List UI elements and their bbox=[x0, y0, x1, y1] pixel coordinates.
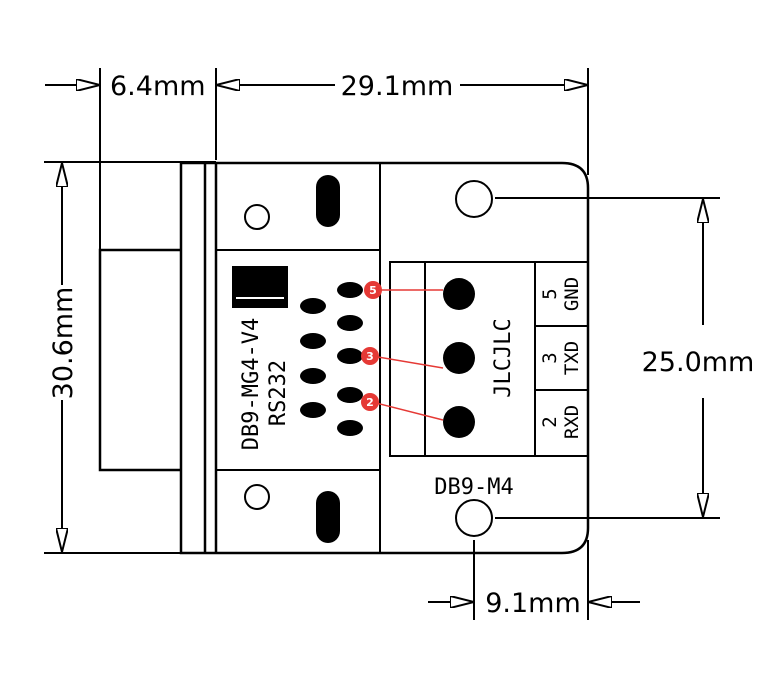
dim-hole-spacing: 25.0mm bbox=[642, 347, 755, 378]
callout-badge bbox=[364, 281, 382, 299]
callout-number: 5 bbox=[369, 284, 377, 297]
db9-pad bbox=[300, 368, 326, 384]
maker-label: JLCJLC bbox=[491, 318, 516, 397]
terminal-screw bbox=[443, 342, 475, 374]
db9-pad bbox=[300, 402, 326, 418]
connector-shell bbox=[98, 248, 181, 472]
callout-badge bbox=[361, 393, 379, 411]
protocol-label: RS232 bbox=[266, 360, 291, 426]
db9-pad bbox=[300, 333, 326, 349]
dim-width: 29.1mm bbox=[341, 71, 454, 102]
pin-signal-label: TXD bbox=[561, 341, 583, 375]
pin-number-label: 5 bbox=[539, 288, 561, 299]
board-outline bbox=[179, 161, 590, 555]
pin1-marker bbox=[232, 266, 288, 308]
db9-pad bbox=[337, 315, 363, 331]
terminal-screw bbox=[443, 278, 475, 310]
callout-badge bbox=[361, 347, 379, 365]
mount-hole bbox=[244, 204, 270, 230]
db9-pad bbox=[337, 348, 363, 364]
dim-hole-to-edge: 9.1mm bbox=[485, 588, 581, 619]
callout-number: 2 bbox=[366, 396, 374, 409]
db9-pad bbox=[337, 282, 363, 298]
slot-hole bbox=[316, 175, 340, 227]
callout-number: 3 bbox=[366, 350, 374, 363]
db9-pad bbox=[337, 420, 363, 436]
terminal-screw bbox=[443, 406, 475, 438]
dim-left-offset: 6.4mm bbox=[110, 71, 206, 102]
pin-number-label: 2 bbox=[539, 416, 561, 427]
callout-leader bbox=[371, 401, 444, 421]
mount-hole bbox=[455, 180, 493, 218]
callout-leader bbox=[371, 355, 444, 369]
dim-height: 30.6mm bbox=[48, 287, 79, 400]
db9-pad bbox=[300, 298, 326, 314]
module-name-label: DB9-M4 bbox=[434, 475, 513, 500]
board-name-label: DB9-MG4-V4 bbox=[239, 318, 264, 450]
db9-pad bbox=[337, 387, 363, 403]
pin-signal-label: GND bbox=[561, 277, 583, 311]
pin-number-label: 3 bbox=[539, 352, 561, 363]
slot-hole bbox=[316, 491, 340, 543]
mount-hole bbox=[244, 484, 270, 510]
mount-hole bbox=[455, 499, 493, 537]
pin-signal-label: RXD bbox=[561, 405, 583, 439]
